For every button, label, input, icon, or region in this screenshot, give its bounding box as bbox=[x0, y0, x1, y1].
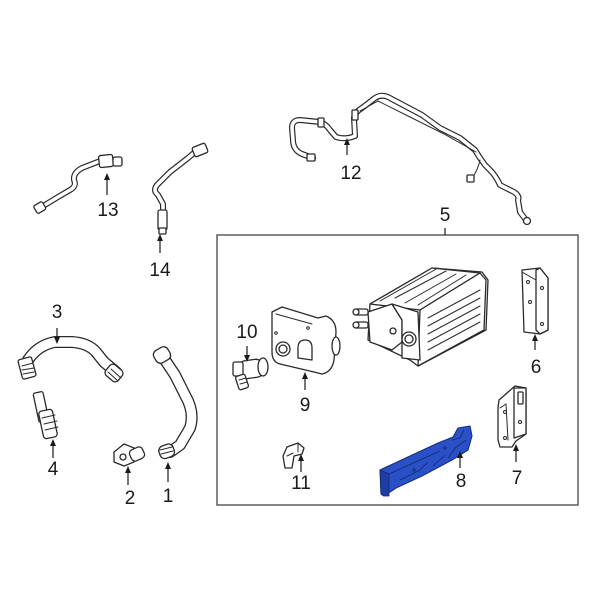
callout-11[interactable]: 11 bbox=[291, 473, 311, 494]
part-3-elbow-hose[interactable]: 3 bbox=[17, 302, 125, 384]
part-2-fitting[interactable]: 2 bbox=[113, 443, 146, 509]
callout-13[interactable]: 13 bbox=[97, 200, 118, 221]
part-6-bracket[interactable]: 6 bbox=[521, 267, 549, 378]
callout-12[interactable]: 12 bbox=[340, 163, 361, 184]
part-4-connector-hose[interactable]: 4 bbox=[32, 391, 59, 480]
part-8-bracket-highlighted[interactable]: 8 bbox=[379, 425, 473, 497]
vapor-canister[interactable] bbox=[352, 267, 489, 367]
callout-2[interactable]: 2 bbox=[125, 488, 136, 509]
part-11-elbow-connector[interactable]: 11 bbox=[282, 442, 311, 494]
part-1-curved-hose[interactable]: 1 bbox=[152, 345, 198, 507]
part-12-vapor-tube[interactable]: 12 bbox=[289, 92, 532, 226]
part-7-mounting-bracket[interactable]: 7 bbox=[497, 385, 527, 489]
callout-3[interactable]: 3 bbox=[52, 302, 63, 323]
part-9-filter-housing[interactable]: 9 bbox=[271, 306, 341, 416]
callout-7[interactable]: 7 bbox=[512, 468, 523, 489]
callout-9[interactable]: 9 bbox=[300, 395, 311, 416]
part-10-valve[interactable]: 10 bbox=[232, 322, 269, 391]
callout-4[interactable]: 4 bbox=[48, 459, 59, 480]
callout-5[interactable]: 5 bbox=[440, 205, 451, 226]
callout-10[interactable]: 10 bbox=[236, 322, 257, 343]
part-13-vapor-hose[interactable]: 13 bbox=[33, 153, 123, 221]
callout-1[interactable]: 1 bbox=[163, 486, 174, 507]
callout-8[interactable]: 8 bbox=[456, 471, 467, 492]
group-box-5: 5 bbox=[216, 205, 579, 506]
callout-6[interactable]: 6 bbox=[531, 357, 542, 378]
callout-14[interactable]: 14 bbox=[149, 260, 171, 281]
part-14-vapor-hose[interactable]: 14 bbox=[149, 142, 209, 281]
